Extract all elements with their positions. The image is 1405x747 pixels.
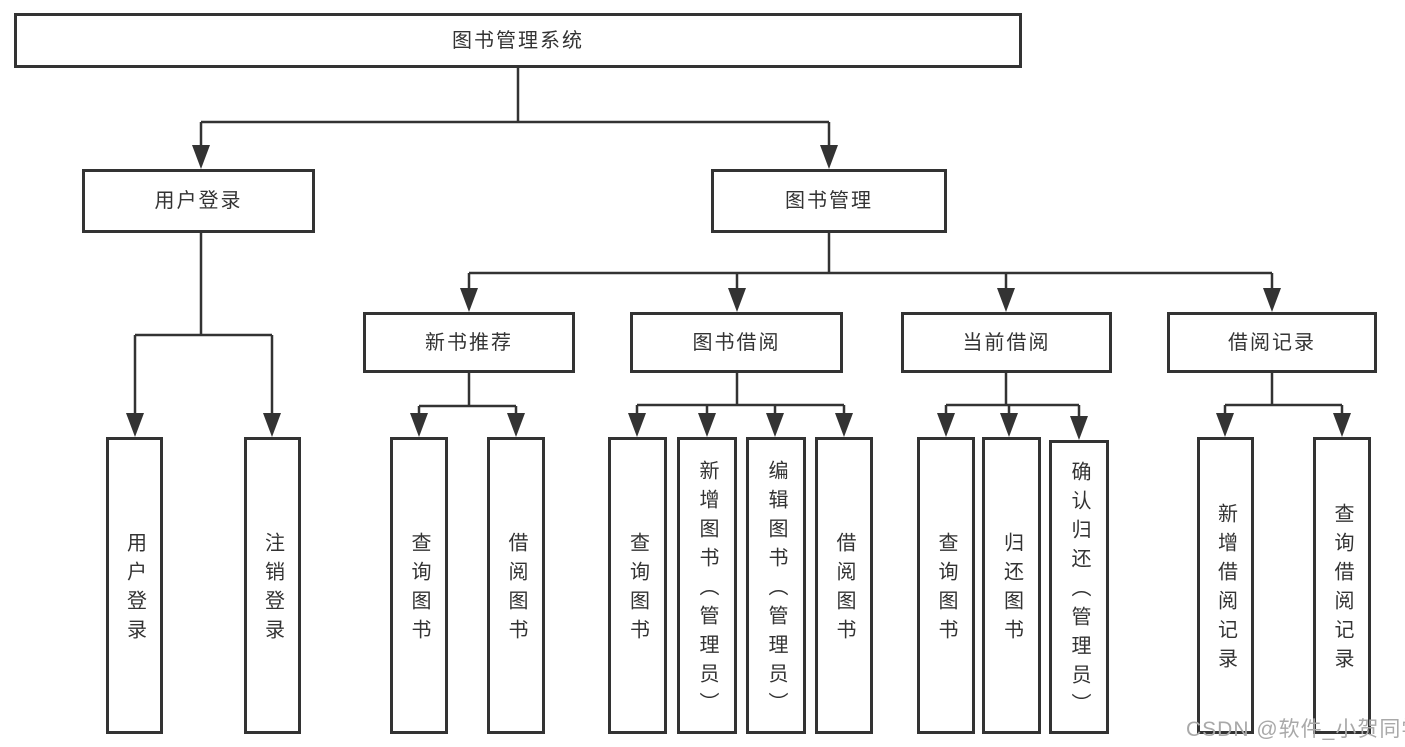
leaf-query-books-recommend: 查询图书 bbox=[390, 437, 448, 734]
leaf-add-borrow-record: 新增借阅记录 bbox=[1197, 437, 1254, 734]
node-label: 借阅图书 bbox=[833, 532, 855, 648]
node-label: 用户登录 bbox=[154, 190, 243, 212]
leaf-query-borrow-record: 查询借阅记录 bbox=[1313, 437, 1371, 734]
leaf-confirm-return-admin: 确认归还（管理员） bbox=[1049, 440, 1109, 734]
node-label: 归还图书 bbox=[1000, 532, 1023, 648]
node-label: 查询图书 bbox=[935, 532, 957, 648]
node-book-management: 图书管理 bbox=[711, 169, 947, 233]
leaf-query-books-current: 查询图书 bbox=[917, 437, 975, 734]
node-label: 查询借阅记录 bbox=[1331, 503, 1353, 677]
node-borrowing-records: 借阅记录 bbox=[1167, 312, 1377, 373]
node-label: 当前借阅 bbox=[962, 331, 1051, 354]
leaf-user-login: 用户登录 bbox=[106, 437, 163, 734]
node-label: 确认归还（管理员） bbox=[1068, 461, 1090, 722]
node-label: 查询图书 bbox=[626, 532, 649, 648]
node-new-book-recommend: 新书推荐 bbox=[363, 312, 575, 373]
node-label: 借阅记录 bbox=[1228, 331, 1316, 354]
node-label: 新增图书（管理员） bbox=[696, 459, 718, 721]
arrowhead-icons bbox=[126, 145, 1351, 440]
leaf-add-books-admin: 新增图书（管理员） bbox=[677, 437, 737, 734]
node-label: 图书管理 bbox=[785, 190, 873, 212]
node-library-management-system: 图书管理系统 bbox=[14, 13, 1022, 68]
node-label: 新增借阅记录 bbox=[1214, 503, 1237, 677]
node-label: 用户登录 bbox=[123, 532, 146, 648]
node-user-login-group: 用户登录 bbox=[82, 169, 315, 233]
node-label: 图书管理系统 bbox=[452, 29, 584, 52]
node-label: 查询图书 bbox=[408, 532, 430, 648]
node-label: 编辑图书（管理员） bbox=[765, 459, 787, 721]
node-book-borrowing: 图书借阅 bbox=[630, 312, 843, 373]
leaf-return-books: 归还图书 bbox=[982, 437, 1041, 734]
node-label: 注销登录 bbox=[261, 532, 284, 648]
node-label: 新书推荐 bbox=[425, 331, 513, 354]
leaf-logout: 注销登录 bbox=[244, 437, 301, 734]
node-label: 借阅图书 bbox=[505, 532, 527, 648]
node-current-borrowing: 当前借阅 bbox=[901, 312, 1112, 373]
leaf-borrow-books: 借阅图书 bbox=[815, 437, 873, 734]
csdn-watermark: CSDN @软件_小贺同学 bbox=[1186, 718, 1405, 741]
leaf-edit-books-admin: 编辑图书（管理员） bbox=[746, 437, 806, 734]
leaf-borrow-books-recommend: 借阅图书 bbox=[487, 437, 545, 734]
leaf-query-books-borrowing: 查询图书 bbox=[608, 437, 667, 734]
node-label: 图书借阅 bbox=[692, 331, 781, 354]
